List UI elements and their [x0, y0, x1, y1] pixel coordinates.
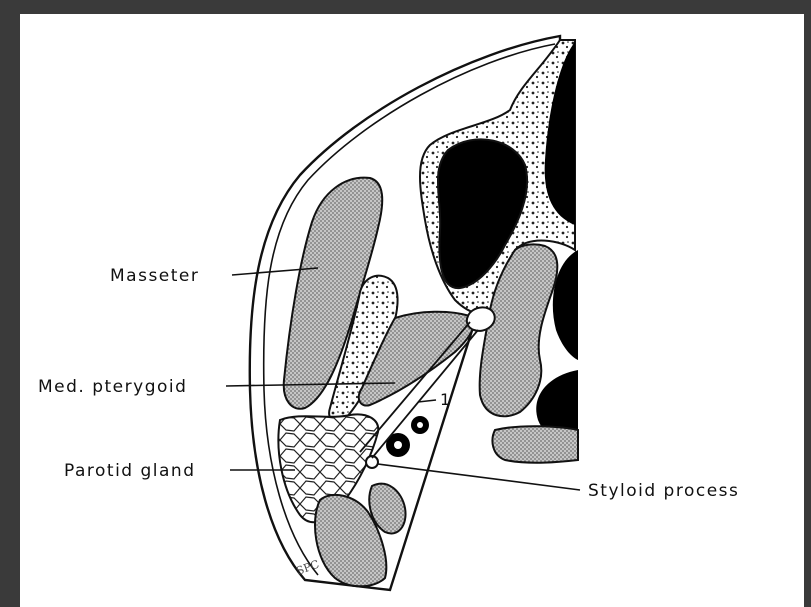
styloid-process-label: Styloid process	[588, 481, 739, 501]
med-pterygoid-label: Med. pterygoid	[38, 377, 187, 397]
parotid-gland-label: Parotid gland	[64, 461, 196, 481]
longus-colli-muscle	[492, 426, 578, 463]
pterygoid-hamulus	[467, 307, 495, 330]
internal-carotid-artery-lumen	[417, 422, 423, 428]
internal-jugular-vein-lumen	[394, 441, 402, 449]
masseter-label: Masseter	[110, 266, 199, 286]
marker-1-label: 1	[440, 390, 450, 409]
